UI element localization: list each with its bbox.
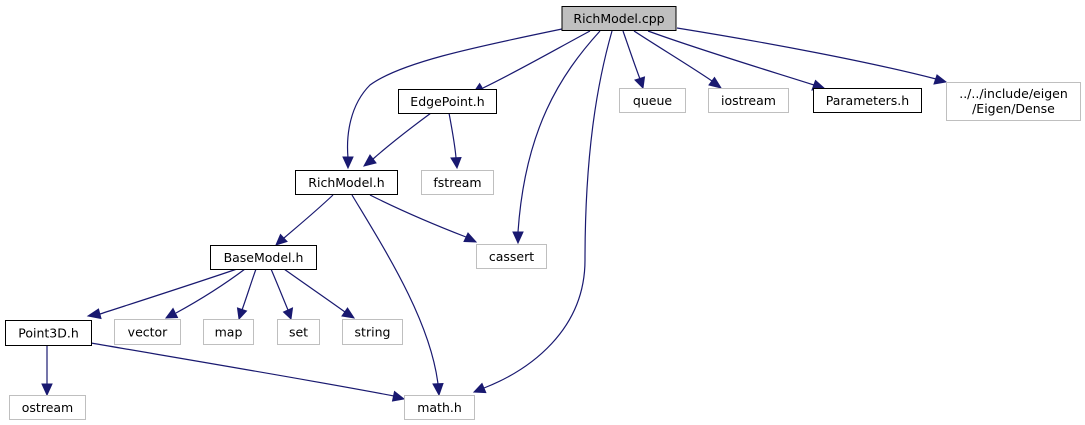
edge-richmodel-cpp-to-iostream — [633, 30, 723, 89]
edge-edgepoint-h-to-fstream — [448, 112, 462, 170]
node-math-h: math.h — [404, 395, 475, 420]
node-queue: queue — [619, 88, 686, 113]
edge-basemodel-h-to-set — [270, 268, 294, 321]
svg-text:cassert: cassert — [489, 249, 534, 264]
edge-richmodel-cpp-to-parameters-h — [647, 30, 826, 91]
node-map: map — [203, 319, 254, 345]
edge-richmodel-cpp-to-queue — [622, 30, 646, 90]
edge-point3d-h-to-math-h — [90, 342, 406, 402]
node-ostream: ostream — [9, 395, 86, 420]
edge-edgepoint-h-to-richmodel-h — [363, 112, 432, 167]
svg-text:string: string — [355, 325, 391, 340]
edge-basemodel-h-to-string — [283, 268, 356, 319]
node-point3d-h[interactable]: Point3D.h — [5, 320, 92, 346]
node-basemodel-h[interactable]: BaseModel.h — [210, 245, 317, 270]
edge-richmodel-cpp-to-edgepoint-h — [473, 30, 591, 94]
svg-text:Point3D.h: Point3D.h — [18, 326, 79, 341]
node-richmodel-h[interactable]: RichModel.h — [295, 170, 398, 195]
edge-basemodel-h-to-map — [236, 268, 257, 321]
edge-point3d-h-to-ostream — [41, 346, 53, 397]
svg-text:/Eigen/Dense: /Eigen/Dense — [972, 101, 1055, 116]
edge-richmodel-cpp-to-cassert — [512, 30, 601, 245]
svg-text:vector: vector — [128, 325, 169, 340]
svg-text:RichModel.h: RichModel.h — [308, 175, 384, 190]
edge-richmodel-cpp-to-eigen-dense — [676, 27, 948, 85]
node-iostream: iostream — [708, 88, 789, 113]
svg-text:BaseModel.h: BaseModel.h — [224, 250, 304, 265]
node-fstream: fstream — [421, 170, 494, 195]
svg-text:queue: queue — [633, 93, 672, 108]
node-string: string — [342, 319, 403, 345]
edge-basemodel-h-to-point3d-h — [86, 268, 238, 320]
node-vector: vector — [114, 319, 181, 345]
svg-text:set: set — [289, 325, 308, 340]
edge-basemodel-h-to-vector — [164, 268, 246, 319]
node-parameters-h[interactable]: Parameters.h — [813, 88, 922, 113]
node-set: set — [277, 319, 320, 345]
svg-text:../../include/eigen: ../../include/eigen — [959, 86, 1068, 101]
edge-richmodel-h-to-math-h — [351, 194, 444, 397]
node-cassert: cassert — [476, 244, 547, 269]
svg-text:iostream: iostream — [721, 93, 776, 108]
svg-text:math.h: math.h — [417, 400, 462, 415]
edge-richmodel-h-to-cassert — [369, 194, 478, 243]
svg-text:map: map — [215, 325, 243, 340]
svg-text:fstream: fstream — [433, 175, 481, 190]
node-eigen-dense: ../../include/eigen /Eigen/Dense — [946, 82, 1081, 121]
edge-richmodel-cpp-to-math-h — [472, 30, 613, 394]
edge-richmodel-h-to-basemodel-h — [275, 194, 334, 246]
svg-text:RichModel.cpp: RichModel.cpp — [573, 11, 664, 26]
node-edgepoint-h[interactable]: EdgePoint.h — [398, 89, 497, 114]
svg-text:ostream: ostream — [22, 400, 73, 415]
node-richmodel-cpp[interactable]: RichModel.cpp — [561, 6, 677, 31]
edge-richmodel-cpp-to-richmodel-h — [342, 28, 563, 170]
svg-text:EdgePoint.h: EdgePoint.h — [410, 94, 484, 109]
svg-text:Parameters.h: Parameters.h — [826, 93, 909, 108]
